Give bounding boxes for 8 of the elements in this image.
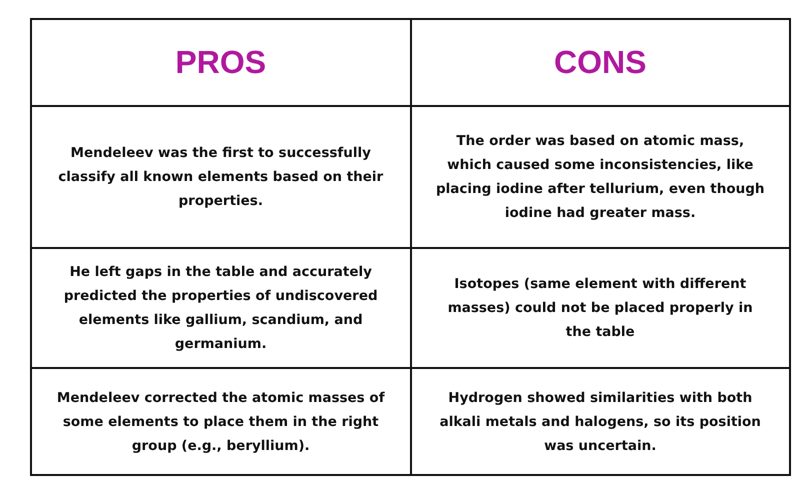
table-cell: Mendeleev corrected the atomic masses of some elements to place them in the right group (e.g., beryllium). [31,368,410,475]
table-cell: Hydrogen showed similarities with both alkali metals and halogens, so its position was uncertain. [410,368,790,475]
table-cell: He left gaps in the table and accurately predicted the properties of undiscovered elements like gallium, scandium, and germanium. [31,248,410,368]
table-cell: Mendeleev was the first to successfully classify all known elements based on their properties. [31,106,410,248]
column-header: CONS [410,19,790,106]
column-header: PROS [31,19,410,106]
table-cell: The order was based on atomic mass, which caused some inconsistencies, like placing iodine after tellurium, even though iodine had greater mass. [410,106,790,248]
table-cell: Isotopes (same element with different masses) could not be placed properly in the table [410,248,790,368]
